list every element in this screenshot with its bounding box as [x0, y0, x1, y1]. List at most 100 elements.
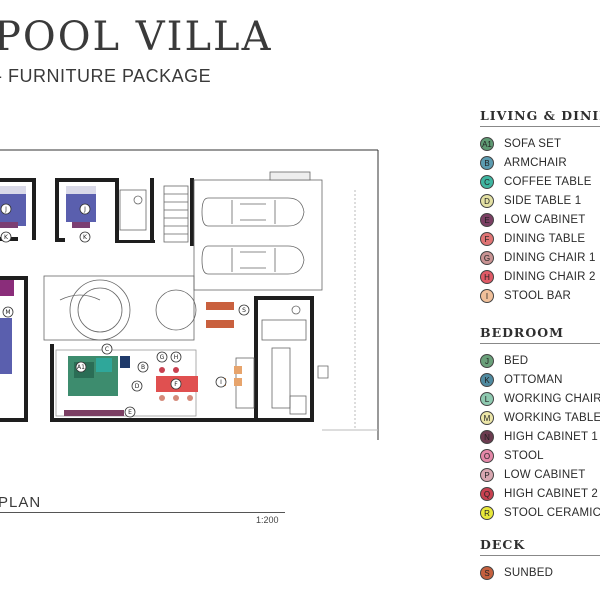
legend-item-label: COFFEE TABLE — [504, 176, 592, 188]
plan-marker — [79, 203, 91, 215]
legend-item-stool-ceramic: R STOOL CERAMIC — [480, 505, 600, 521]
legend-item-working-chair: L WORKING CHAIR — [480, 391, 600, 407]
badge-icon: M — [480, 411, 494, 425]
badge-icon: O — [480, 449, 494, 463]
legend-item-low-cabinet: E LOW CABINET — [480, 212, 585, 228]
badge-icon: H — [480, 270, 494, 284]
badge-icon: Q — [480, 487, 494, 501]
plan-marker — [0, 203, 12, 215]
legend-section-rule — [480, 126, 600, 127]
legend-section-rule — [480, 343, 600, 344]
legend-item-label: SIDE TABLE 1 — [504, 195, 582, 207]
plan-marker — [156, 351, 168, 363]
plan-marker — [2, 306, 14, 318]
plan-marker-label: F — [174, 381, 178, 388]
plan-marker — [131, 380, 143, 392]
legend-item-high-cabinet-2: Q HIGH CABINET 2 — [480, 486, 598, 502]
legend-item-label: DINING TABLE — [504, 233, 586, 245]
plan-marker-label: I — [220, 379, 222, 386]
legend-item-label: STOOL BAR — [504, 290, 571, 302]
legend-item-label: ARMCHAIR — [504, 157, 567, 169]
legend-item-label: DINING CHAIR 2 — [504, 271, 596, 283]
plan-marker-label: E — [128, 409, 132, 416]
legend-item-label: HIGH CABINET 2 — [504, 488, 598, 500]
plan-marker-label: A1 — [77, 364, 85, 371]
plan-marker-label: H — [174, 354, 179, 361]
legend-item-armchair: B ARMCHAIR — [480, 155, 567, 171]
legend-item-label: WORKING TABLE — [504, 412, 600, 424]
badge-icon: L — [480, 392, 494, 406]
legend-item-label: WORKING CHAIR — [504, 393, 600, 405]
legend-item-label: STOOL CERAMIC — [504, 507, 600, 519]
badge-icon: R — [480, 506, 494, 520]
furniture-legend: LIVING & DINING A1 SOFA SET B ARMCHAIR C… — [472, 0, 600, 600]
plan-marker-label: M — [5, 309, 10, 316]
plan-underline — [0, 512, 285, 513]
badge-icon: S — [480, 566, 494, 580]
badge-icon: P — [480, 468, 494, 482]
badge-icon: F — [480, 232, 494, 246]
plan-marker-label: J — [83, 206, 86, 213]
plan-marker — [101, 343, 113, 355]
badge-icon: I — [480, 289, 494, 303]
plan-marker-label: D — [135, 383, 140, 390]
badge-icon: E — [480, 213, 494, 227]
legend-item-label: SOFA SET — [504, 138, 562, 150]
legend-section-title-deck: DECK — [480, 537, 526, 552]
floor-plan: J K J K M A1 C B D E G H F I S — [0, 149, 379, 440]
legend-item-label: LOW CABINET — [504, 469, 586, 481]
legend-item-ottoman: K OTTOMAN — [480, 372, 563, 388]
legend-item-sunbed: S SUNBED — [480, 565, 553, 581]
plan-marker — [0, 231, 12, 243]
legend-item-label: SUNBED — [504, 567, 554, 579]
plan-marker-label: S — [242, 307, 246, 314]
plan-marker — [75, 361, 87, 373]
plan-marker — [124, 406, 136, 418]
badge-icon: D — [480, 194, 494, 208]
page-title: POOL VILLA — [0, 14, 273, 60]
legend-item-high-cabinet-1: N HIGH CABINET 1 — [480, 429, 598, 445]
legend-item-label: DINING CHAIR 1 — [504, 252, 596, 264]
badge-icon: N — [480, 430, 494, 444]
plan-marker — [215, 376, 227, 388]
badge-icon: K — [480, 373, 494, 387]
legend-item-dining-chair-1: G DINING CHAIR 1 — [480, 250, 596, 266]
legend-item-dining-chair-2: H DINING CHAIR 2 — [480, 269, 596, 285]
badge-icon: J — [480, 354, 494, 368]
plan-marker-label: K — [4, 234, 9, 241]
legend-item-working-table: M WORKING TABLE — [480, 410, 600, 426]
legend-section-title-living: LIVING & DINING — [480, 108, 600, 123]
legend-section-rule — [480, 555, 600, 556]
legend-item-label: OTTOMAN — [504, 374, 563, 386]
legend-item-side-table: D SIDE TABLE 1 — [480, 193, 581, 209]
plan-marker — [79, 231, 91, 243]
badge-icon: B — [480, 156, 494, 170]
badge-icon: G — [480, 251, 494, 265]
badge-icon: C — [480, 175, 494, 189]
legend-item-bed: J BED — [480, 353, 528, 369]
plan-marker — [170, 351, 182, 363]
legend-item-label: BED — [504, 355, 529, 367]
plan-marker — [137, 361, 149, 373]
plan-marker-label: C — [105, 346, 109, 353]
plan-marker — [170, 378, 182, 390]
plan-label: PLAN — [0, 494, 42, 511]
plan-marker-label: K — [83, 234, 88, 241]
plan-scale: 1:200 — [256, 515, 279, 525]
legend-item-sofa-set: A1 SOFA SET — [480, 136, 561, 152]
legend-item-label: LOW CABINET — [504, 214, 586, 226]
legend-item-coffee-table: C COFFEE TABLE — [480, 174, 592, 190]
legend-item-low-cabinet-bedroom: P LOW CABINET — [480, 467, 585, 483]
legend-item-stool-bar: I STOOL BAR — [480, 288, 571, 304]
badge-icon: A1 — [480, 137, 494, 151]
plan-marker-label: G — [160, 354, 165, 361]
legend-section-title-bedroom: BEDROOM — [480, 325, 564, 340]
legend-item-label: STOOL — [504, 450, 544, 462]
legend-item-dining-table: F DINING TABLE — [480, 231, 585, 247]
legend-item-stool: O STOOL — [480, 448, 544, 464]
plan-marker-label: B — [141, 364, 145, 371]
plan-marker-label: J — [4, 206, 7, 213]
plan-marker — [238, 304, 250, 316]
page-subtitle: - FURNITURE PACKAGE — [0, 66, 212, 86]
legend-item-label: HIGH CABINET 1 — [504, 431, 598, 443]
